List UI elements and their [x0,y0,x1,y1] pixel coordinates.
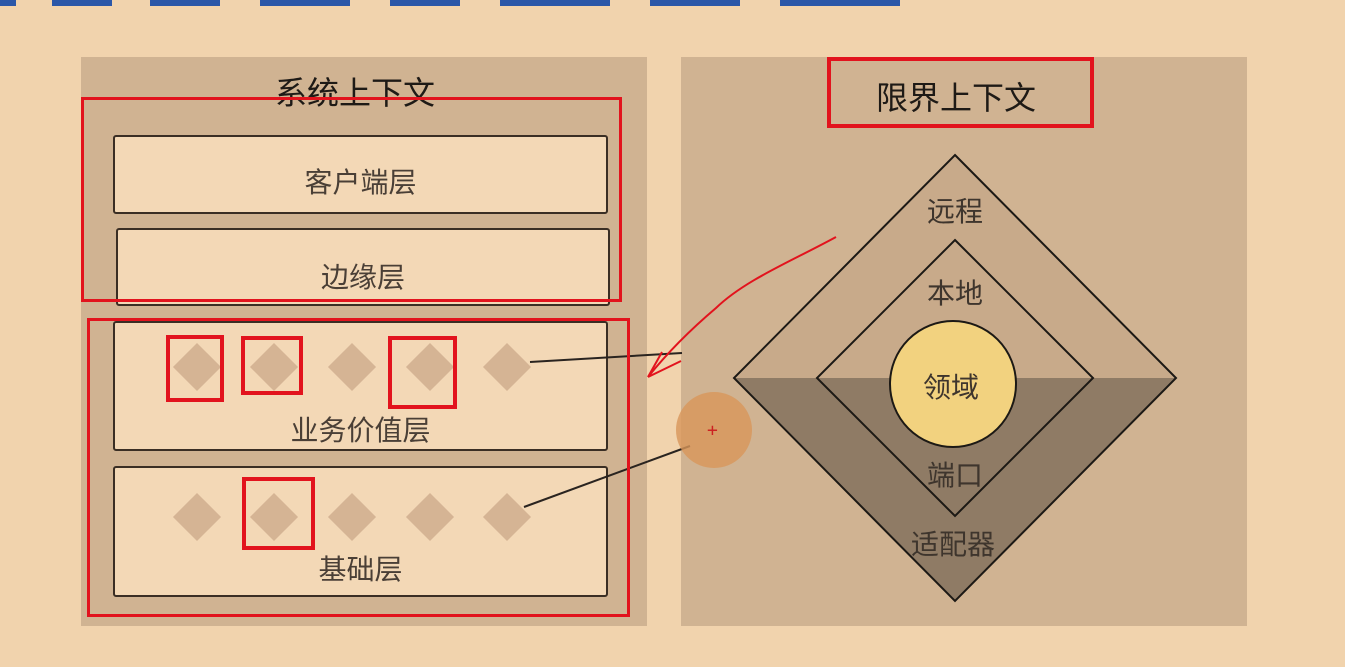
local-label: 本地 [926,277,984,310]
inner-diamond-top [817,240,1093,378]
annotation-arrow [647,236,837,378]
edge-layer: 边缘层 [116,228,610,306]
cursor-highlight [676,392,752,468]
client-layer-label: 客户端层 [304,166,417,199]
cursor-crosshair-icon: + [707,420,718,441]
domain-core-circle [889,320,1017,448]
connector-line [523,445,691,508]
cropped-title-strip [0,0,1345,8]
bounded-context-title: 限界上下文 [876,79,1037,117]
adapter-label: 适配器 [910,528,996,561]
annotation-arrowhead [647,351,682,378]
business-value-layer: 业务价值层 [113,321,608,451]
remote-label: 远程 [926,195,984,228]
client-layer: 客户端层 [113,135,608,214]
inner-diamond [815,238,1095,518]
edge-layer-label: 边缘层 [320,261,405,294]
foundation-layer: 基础层 [113,466,608,597]
foundation-layer-label: 基础层 [318,553,403,586]
business-value-layer-label: 业务价值层 [290,414,431,447]
outer-diamond [732,153,1178,603]
connector-line [529,352,683,363]
domain-label: 领域 [922,371,980,404]
port-label: 端口 [926,459,984,492]
system-context-title: 系统上下文 [275,74,436,112]
